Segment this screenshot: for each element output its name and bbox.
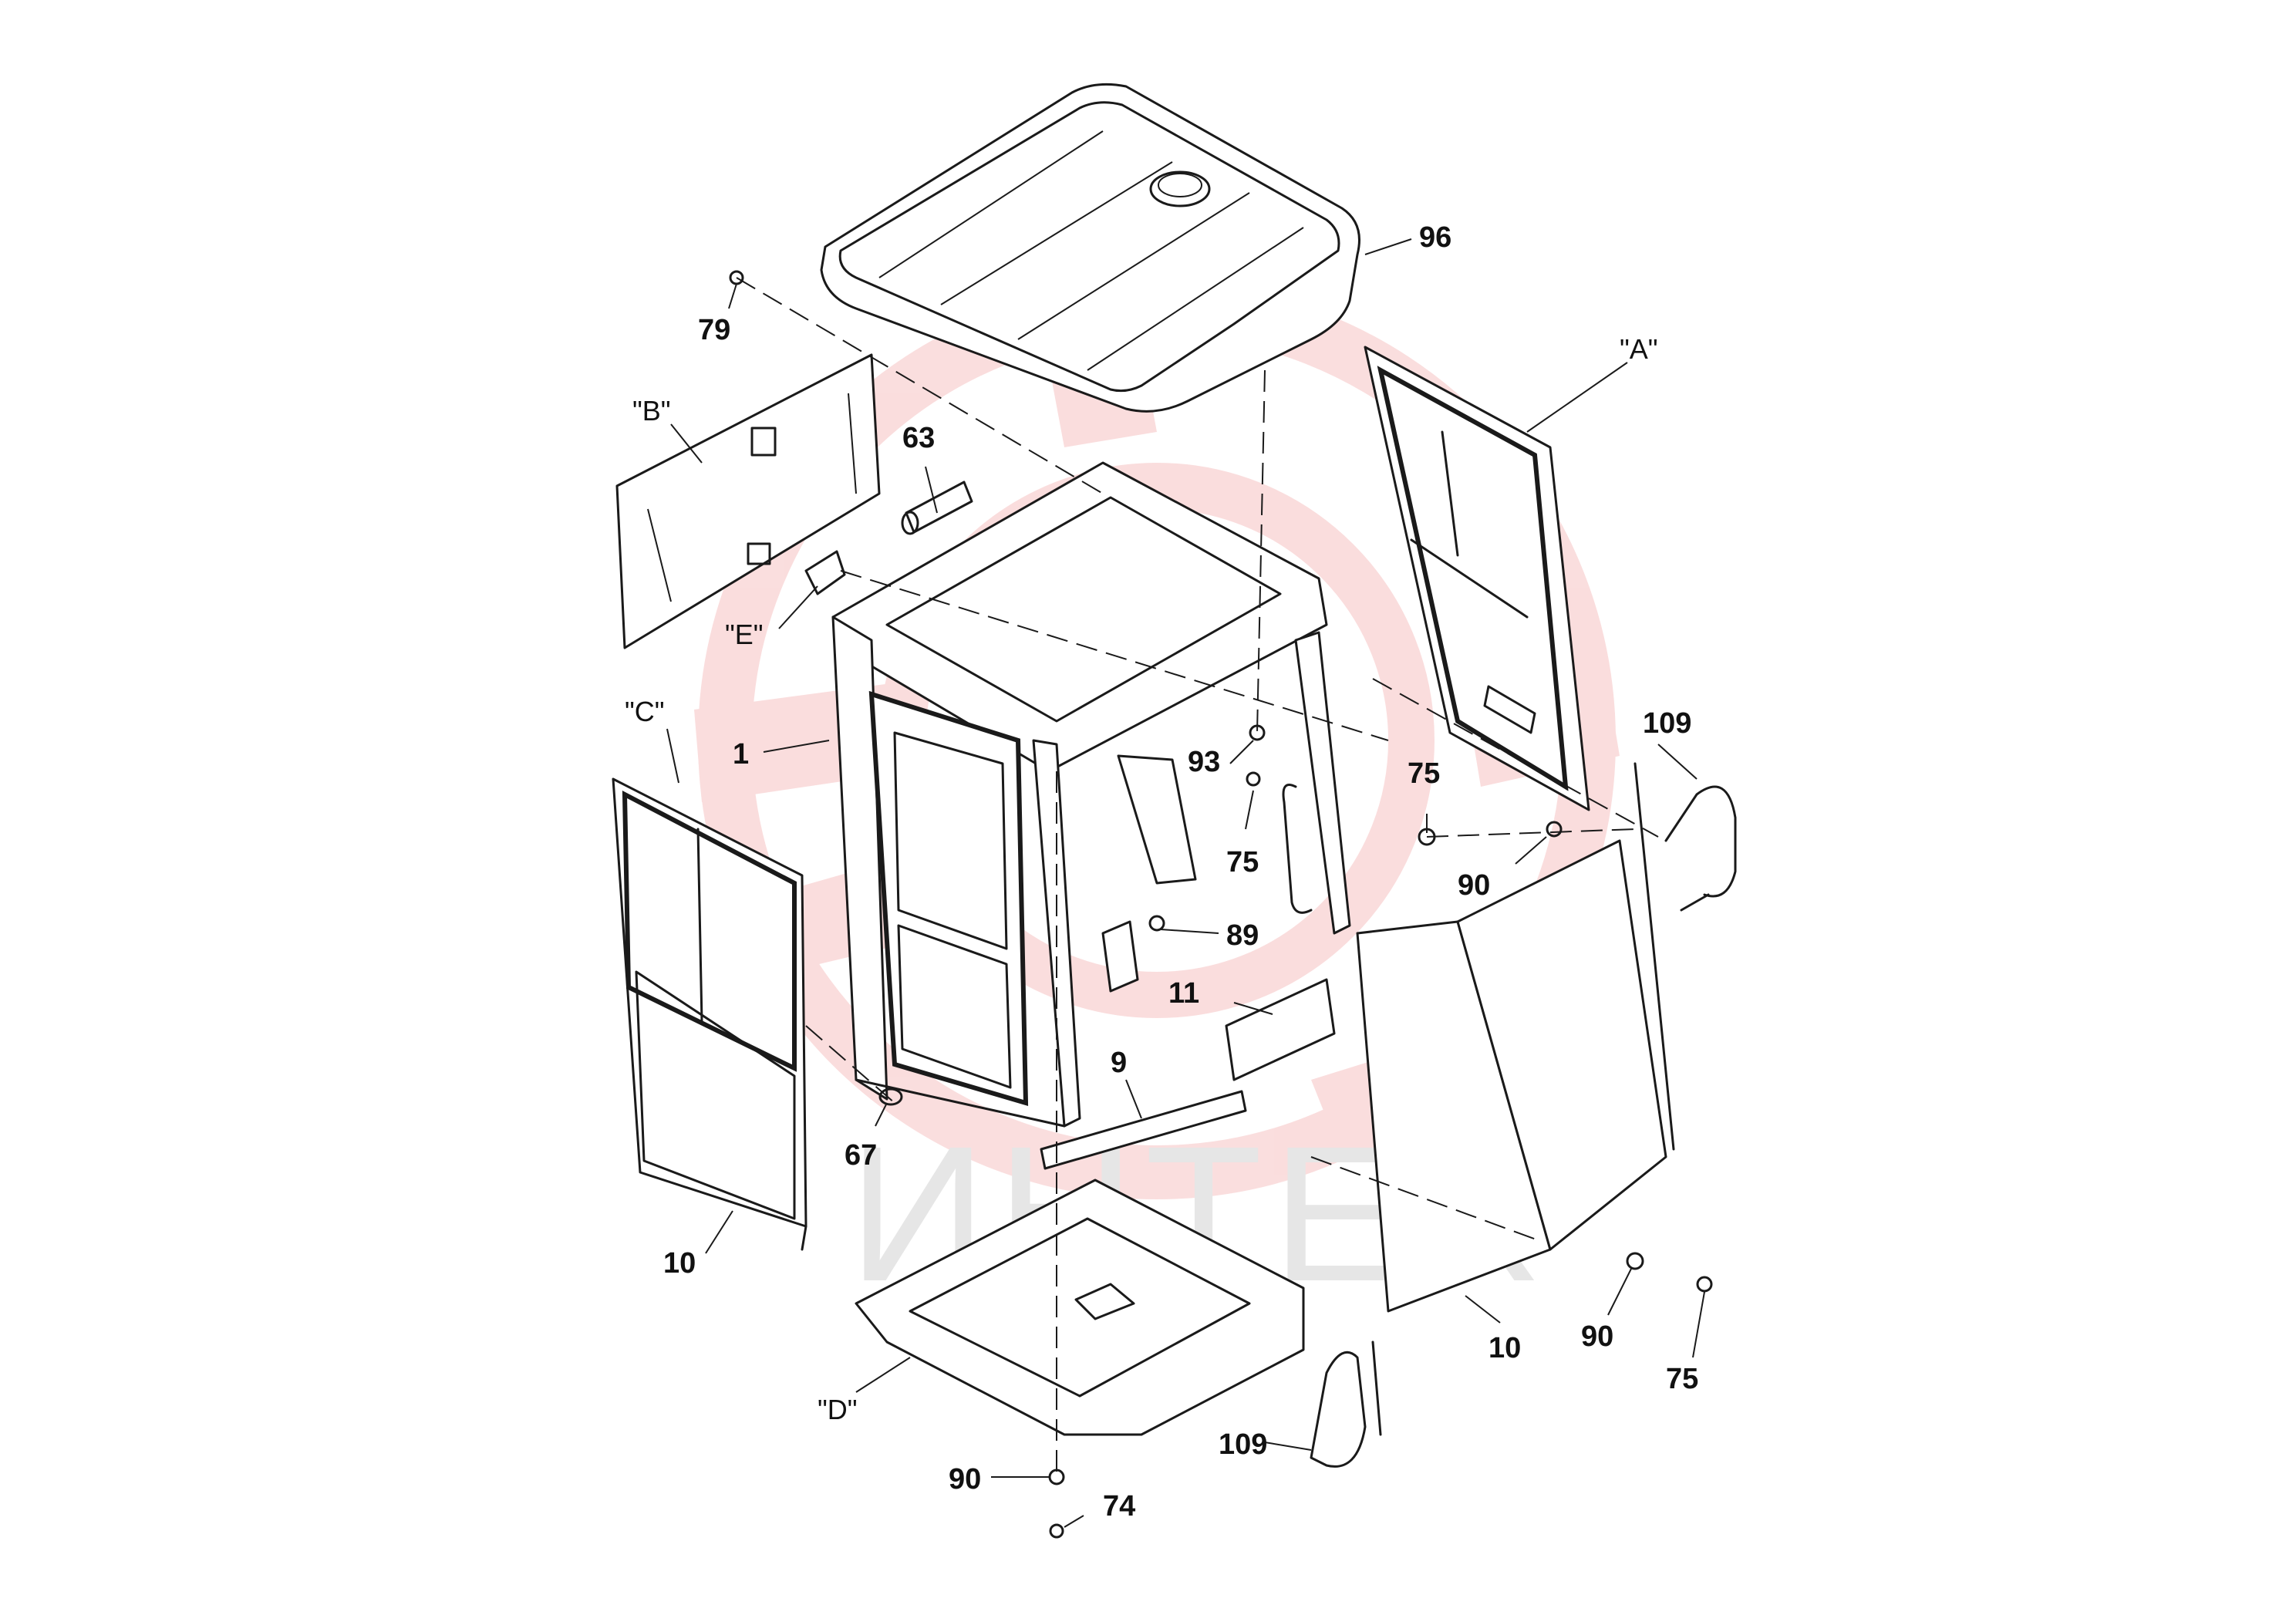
label-75-right-top: 75	[1408, 757, 1440, 790]
label-96: 96	[1419, 221, 1451, 254]
bracket-89	[1101, 915, 1165, 993]
label-93: 93	[1188, 746, 1220, 778]
label-90-bottom: 90	[949, 1463, 981, 1496]
sill-plate-11	[1225, 978, 1336, 1081]
label-view-d: "D"	[818, 1394, 858, 1425]
label-10-left: 10	[663, 1247, 696, 1280]
part-labels: 96 79 "A" "B" 63 "E" 1 93 75 75 109 "C" …	[625, 221, 1698, 1523]
side-panel-right-10	[1356, 762, 1675, 1313]
mirror-109-upper	[1664, 785, 1737, 912]
label-11: 11	[1168, 977, 1199, 1010]
door-a	[1364, 346, 1590, 811]
label-109-lower: 109	[1219, 1428, 1267, 1461]
mirror-109-lower	[1310, 1340, 1382, 1468]
label-9: 9	[1111, 1047, 1127, 1079]
latch-e	[804, 550, 846, 595]
floor-plate-d	[855, 1179, 1305, 1436]
door-c	[612, 777, 807, 1251]
sill-plate-9	[1040, 1090, 1247, 1170]
label-1: 1	[733, 738, 749, 771]
label-75-lower-right: 75	[1666, 1363, 1698, 1395]
label-79: 79	[698, 314, 730, 346]
label-109-upper: 109	[1643, 707, 1691, 740]
roof-panel	[820, 83, 1360, 413]
bracket-63	[901, 481, 973, 535]
label-75-center: 75	[1226, 846, 1259, 878]
label-63: 63	[902, 422, 935, 454]
label-view-b: "B"	[632, 395, 671, 427]
label-view-a: "A"	[1620, 333, 1658, 365]
label-view-e: "E"	[725, 619, 764, 650]
cab-frame	[831, 461, 1351, 1128]
label-67: 67	[845, 1139, 877, 1172]
assembly-lines	[736, 277, 1659, 1477]
label-74: 74	[1103, 1490, 1135, 1523]
label-view-c: "C"	[625, 696, 665, 727]
label-90-right: 90	[1458, 869, 1490, 902]
plug-67	[878, 1088, 903, 1106]
rear-panel-b	[615, 353, 881, 649]
label-90-lower-right: 90	[1581, 1320, 1613, 1353]
leader-lines	[666, 238, 1705, 1528]
label-10-right: 10	[1489, 1332, 1521, 1364]
label-89: 89	[1226, 919, 1259, 952]
